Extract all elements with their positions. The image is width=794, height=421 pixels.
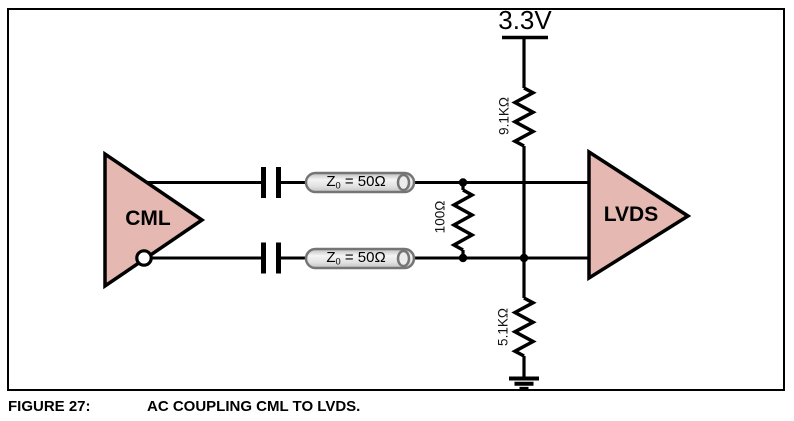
tline-top-z: Z xyxy=(326,173,336,190)
lvds-receiver-triangle xyxy=(587,148,692,282)
transmission-line-bottom xyxy=(304,247,416,270)
cml-label: CML xyxy=(125,207,171,230)
supply-voltage-label: 3.3V xyxy=(498,5,552,35)
pullup-resistor-label: 9.1KΩ xyxy=(496,97,512,135)
termination-resistor-label: 100Ω xyxy=(432,200,448,234)
tline-bottom-sub: 0 xyxy=(335,256,341,267)
junction-dot-bottom-termination xyxy=(458,253,468,263)
tline-top-label: Z0 = 50Ω xyxy=(310,172,402,191)
ground-symbol xyxy=(509,376,539,391)
termination-resistor xyxy=(450,182,476,258)
tline-bottom-z: Z xyxy=(326,249,336,266)
pulldown-resistor-label: 5.1KΩ xyxy=(495,308,511,346)
cml-driver-triangle xyxy=(103,150,206,290)
pullup-resistor xyxy=(511,86,537,148)
lvds-label: LVDS xyxy=(603,203,659,226)
coupling-capacitor-bottom xyxy=(261,242,281,274)
junction-dot-top-termination xyxy=(458,178,468,187)
tline-top-sub: 0 xyxy=(335,180,341,191)
tline-top-value: = 50Ω xyxy=(340,173,386,190)
junction-dot-bottom-bias xyxy=(519,253,529,263)
cml-inversion-bubble xyxy=(135,249,153,267)
figure-caption-title: AC COUPLING CML TO LVDS. xyxy=(147,398,361,415)
pulldown-resistor xyxy=(511,296,537,358)
transmission-line-top xyxy=(304,171,416,194)
tline-bottom-value: = 50Ω xyxy=(340,249,386,266)
tline-bottom-label: Z0 = 50Ω xyxy=(310,248,402,267)
figure-caption-label: FIGURE 27: xyxy=(8,398,91,415)
coupling-capacitor-top xyxy=(261,167,281,198)
